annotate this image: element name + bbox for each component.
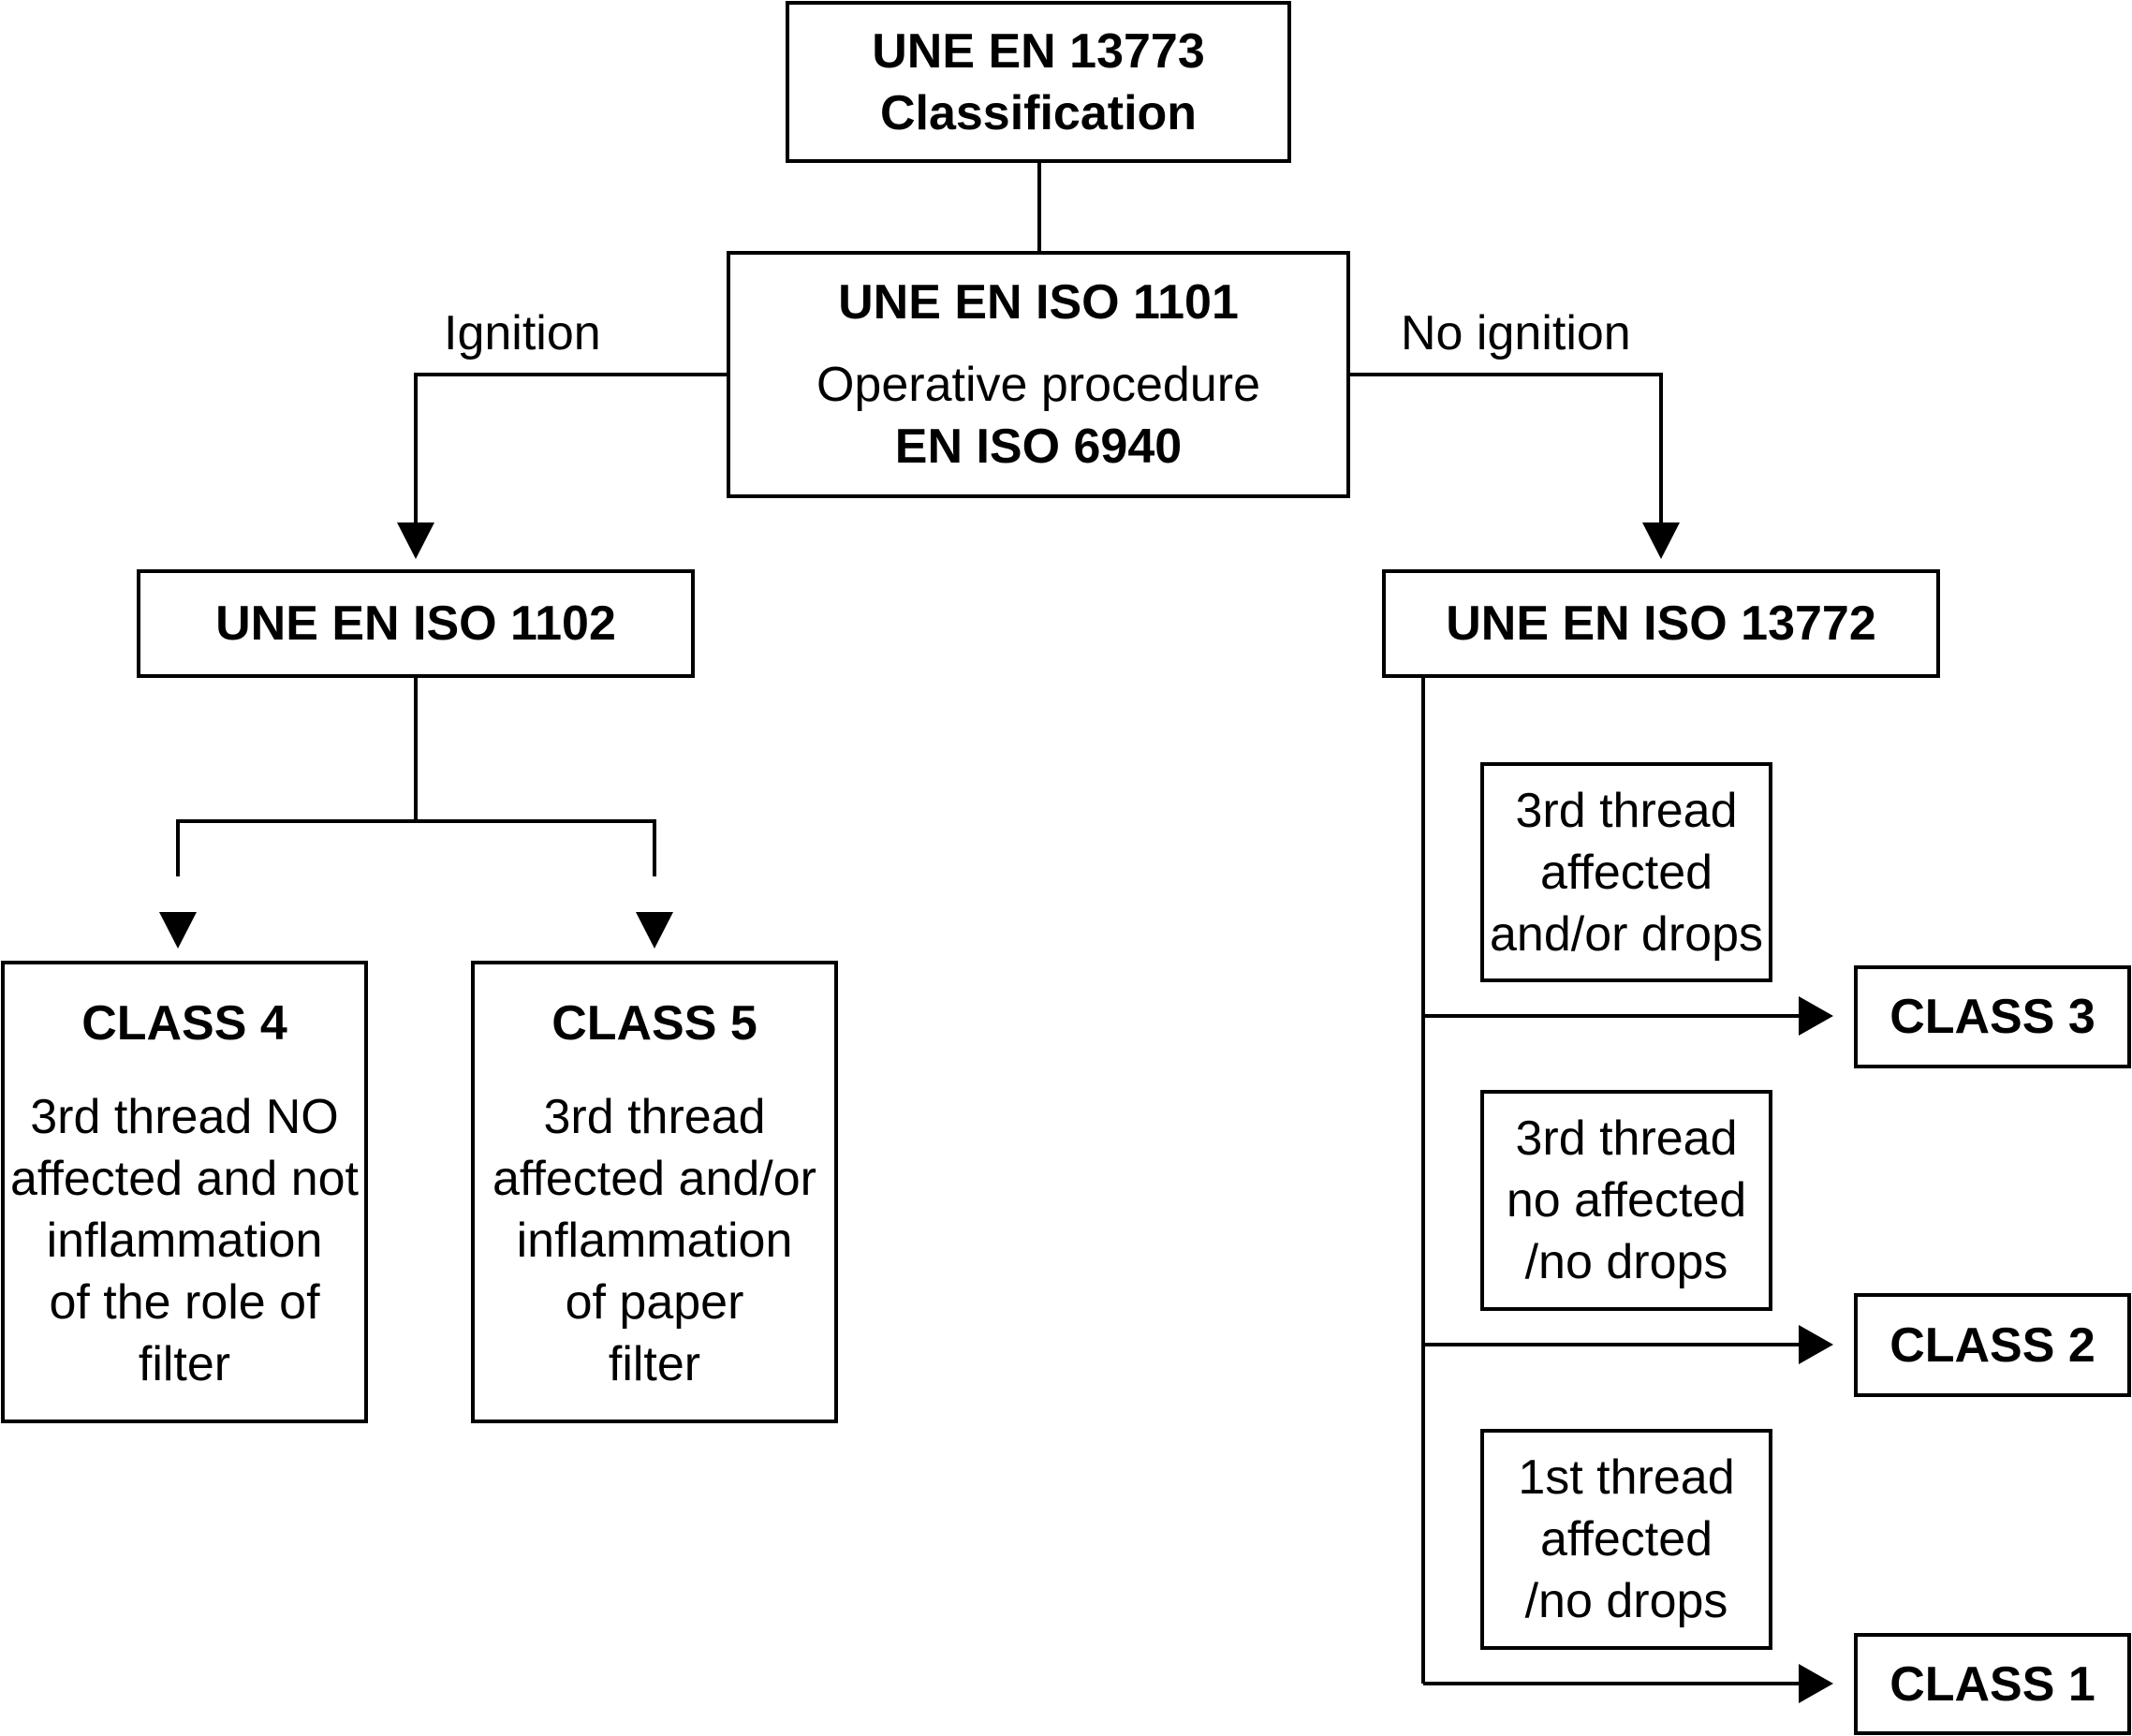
- root-subtitle: Classification: [879, 85, 1198, 140]
- iso-1101-title: UNE EN ISO 1101: [838, 275, 1239, 330]
- class-5-desc-line: 3rd thread: [543, 1090, 766, 1144]
- root-classification-box: UNE EN 13773 Classification: [786, 1, 1291, 163]
- arrowhead-to-13772: [1642, 522, 1680, 559]
- iso-1102-title: UNE EN ISO 1102: [215, 596, 616, 651]
- class-1-title: CLASS 1: [1889, 1656, 2095, 1712]
- class-5-desc-line: inflammation: [516, 1214, 793, 1268]
- condition-class-2-line: 3rd thread: [1515, 1111, 1738, 1166]
- class-3-box: CLASS 3: [1854, 965, 2131, 1068]
- condition-class-3-line: 3rd thread: [1515, 783, 1738, 838]
- condition-class-1-line: affected: [1539, 1512, 1713, 1567]
- iso-1101-box: UNE EN ISO 1101 Operative procedure EN I…: [727, 251, 1350, 498]
- condition-class-1-line: 1st thread: [1518, 1450, 1735, 1505]
- class-3-title: CLASS 3: [1889, 990, 2095, 1044]
- label-no-ignition: No ignition: [1401, 306, 1631, 360]
- class-4-desc-line: filter: [138, 1337, 231, 1391]
- root-title: UNE EN 13773: [872, 23, 1205, 79]
- condition-class-3-line: affected: [1539, 845, 1713, 900]
- arrowhead-to-class4: [159, 912, 197, 949]
- label-ignition: Ignition: [444, 306, 601, 360]
- class-2-box: CLASS 2: [1854, 1293, 2131, 1397]
- condition-class-2-box: 3rd thread no affected /no drops: [1480, 1090, 1772, 1311]
- iso-1102-box: UNE EN ISO 1102: [137, 569, 695, 678]
- iso-1101-procedure: Operative procedure: [816, 358, 1261, 412]
- class-4-desc-line: affected and not: [9, 1152, 360, 1206]
- class-4-desc-line: 3rd thread NO: [30, 1090, 339, 1144]
- iso-1101-standard: EN ISO 6940: [894, 419, 1183, 474]
- class-5-desc-line: of paper: [565, 1275, 744, 1330]
- class-1-box: CLASS 1: [1854, 1633, 2131, 1735]
- connector-1102-branches: [176, 819, 656, 876]
- condition-class-1-line: /no drops: [1524, 1574, 1728, 1628]
- arrowhead-to-class1: [1799, 1664, 1833, 1703]
- iso-13772-box: UNE EN ISO 13772: [1382, 569, 1940, 678]
- arrowhead-to-class3: [1799, 996, 1833, 1036]
- condition-class-3-box: 3rd thread affected and/or drops: [1480, 762, 1772, 982]
- condition-class-3-line: and/or drops: [1490, 906, 1763, 962]
- class-4-desc-line: inflammation: [46, 1214, 323, 1268]
- arrowhead-to-class2: [1799, 1325, 1833, 1364]
- arrowhead-to-class5: [636, 912, 673, 949]
- condition-class-2-line: no affected: [1506, 1173, 1747, 1228]
- class-5-title: CLASS 5: [551, 996, 757, 1051]
- class-4-desc-line: of the role of: [49, 1275, 320, 1330]
- connector-no-ignition: [1350, 373, 1663, 524]
- class-4-box: CLASS 4 3rd thread NO affected and not i…: [1, 961, 368, 1423]
- class-2-title: CLASS 2: [1889, 1317, 2095, 1373]
- class-5-desc-line: filter: [608, 1337, 701, 1391]
- condition-class-1-box: 1st thread affected /no drops: [1480, 1429, 1772, 1650]
- iso-13772-title: UNE EN ISO 13772: [1446, 596, 1876, 651]
- connector-ignition: [414, 373, 728, 524]
- class-4-title: CLASS 4: [81, 996, 287, 1051]
- condition-class-2-line: /no drops: [1524, 1235, 1728, 1289]
- class-5-box: CLASS 5 3rd thread affected and/or infla…: [471, 961, 838, 1423]
- class-5-desc-line: affected and/or: [493, 1152, 816, 1206]
- arrowhead-to-1102: [397, 522, 434, 559]
